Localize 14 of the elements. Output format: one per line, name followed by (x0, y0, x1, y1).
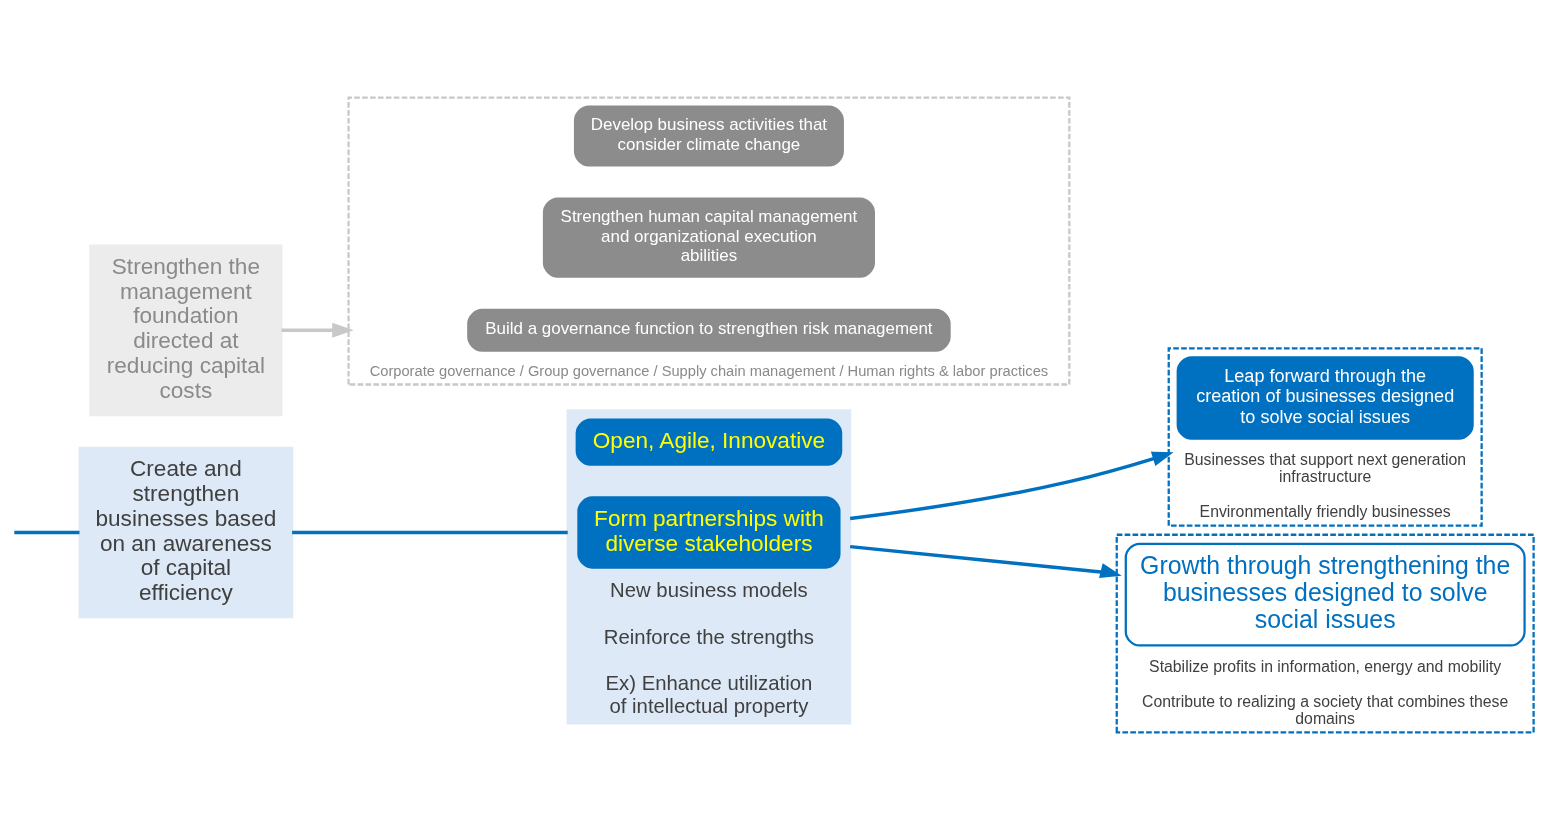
node-box: Create and strengthen businesses based on an awareness of capital efficiency (78, 446, 294, 618)
arrow (281, 322, 354, 338)
node-box: Strengthen the management foundation directed at reducing capital costs (89, 243, 283, 416)
node-box: Develop business activities that consider climate change (573, 104, 844, 166)
node-box: Form partnerships with diverse stakeholders (577, 495, 841, 569)
node-box: Strengthen human capital management and organizational execution abilities (542, 197, 875, 278)
connector (14, 530, 80, 534)
arrow (849, 451, 1174, 520)
node-box: Build a governance function to strengthen risk management (467, 308, 951, 352)
node-box: Open, Agile, Innovative (575, 417, 843, 466)
node-box: Growth through strengthening the businesses designed to solve social issues (1124, 542, 1526, 647)
connector (292, 530, 568, 534)
node-box: Leap forward through the creation of businesses designed to solve social issues (1176, 355, 1474, 440)
arrow (849, 544, 1122, 578)
